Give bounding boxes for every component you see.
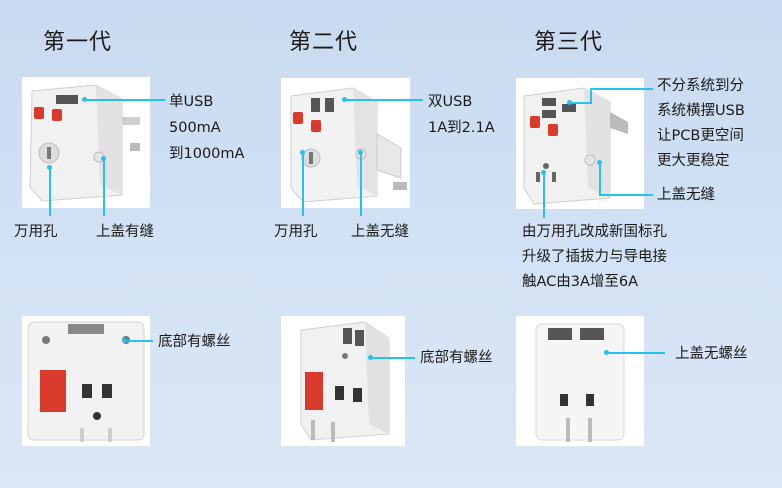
gen1-usb-label-1: 单USB: [169, 94, 214, 110]
gen1-usb-label-2: 500mA: [169, 120, 221, 136]
gen2-cover-line: [360, 153, 362, 216]
gen3-noscrew-label: 上盖无螺丝: [675, 346, 748, 362]
gen2-usb-line: [345, 99, 423, 101]
gen3-socket-line: [543, 173, 545, 218]
gen3-usb-label-1: 不分系统到分: [657, 78, 744, 94]
gen3-usb-line-c: [590, 88, 653, 90]
gen3-usb-label-2: 系统横摆USB: [657, 103, 745, 119]
gen1-cover-dot: [101, 156, 106, 161]
gen2-cover-label: 上盖无缝: [351, 224, 409, 240]
gen1-universal-label: 万用孔: [14, 224, 58, 240]
gen1-bottom-photo: [22, 316, 150, 446]
gen3-usb-label-3: 让PCB更空间: [657, 128, 744, 144]
gen1-usb-label-3: 到1000mA: [169, 146, 245, 162]
gen2-usb-label-1: 双USB: [428, 94, 473, 110]
gen1-usb-dot: [82, 97, 87, 102]
gen3-usb-dot: [567, 100, 572, 105]
gen1-title: 第一代: [43, 30, 113, 55]
gen2-universal-dot: [300, 150, 305, 155]
gen3-usb-line-b: [590, 88, 592, 104]
gen1-usb-line: [85, 99, 165, 101]
gen1-screw-line: [125, 340, 153, 342]
gen3-cover-label: 上盖无缝: [657, 187, 715, 203]
gen2-screw-label: 底部有螺丝: [420, 350, 493, 366]
gen1-universal-line: [49, 168, 51, 216]
gen1-screw-label: 底部有螺丝: [158, 334, 231, 350]
gen3-usb-label-4: 更大更稳定: [657, 153, 730, 169]
gen3-title: 第三代: [534, 30, 604, 55]
gen2-usb-dot: [342, 97, 347, 102]
gen3-noscrew-line: [607, 352, 665, 354]
gen3-cover-dot: [597, 160, 602, 165]
gen1-cover-line: [103, 159, 105, 216]
gen3-socket-label-1: 由万用孔改成新国标孔: [522, 224, 667, 240]
gen2-cover-dot: [358, 150, 363, 155]
gen3-socket-dot: [541, 170, 546, 175]
gen1-cover-label: 上盖有缝: [96, 224, 154, 240]
gen2-bottom-photo: [281, 316, 405, 446]
gen2-screw-dot: [368, 355, 373, 360]
gen3-usb-line-a: [570, 102, 590, 104]
gen3-noscrew-dot: [604, 350, 609, 355]
gen3-socket-label-3: 触AC由3A增至6A: [522, 274, 639, 290]
gen2-usb-label-2: 1A到2.1A: [428, 120, 495, 136]
gen3-adapter-photo: [516, 78, 644, 209]
gen3-cover-line-a: [599, 163, 601, 195]
gen2-title: 第二代: [289, 30, 359, 55]
gen3-socket-label-2: 升级了插拔力与导电接: [522, 249, 667, 265]
gen2-universal-line: [302, 153, 304, 216]
gen2-screw-line: [371, 357, 415, 359]
gen2-universal-label: 万用孔: [274, 224, 318, 240]
gen1-universal-dot: [47, 165, 52, 170]
gen3-bottom-photo: [516, 316, 644, 446]
gen3-cover-line-b: [599, 194, 653, 196]
gen1-screw-dot: [122, 338, 127, 343]
